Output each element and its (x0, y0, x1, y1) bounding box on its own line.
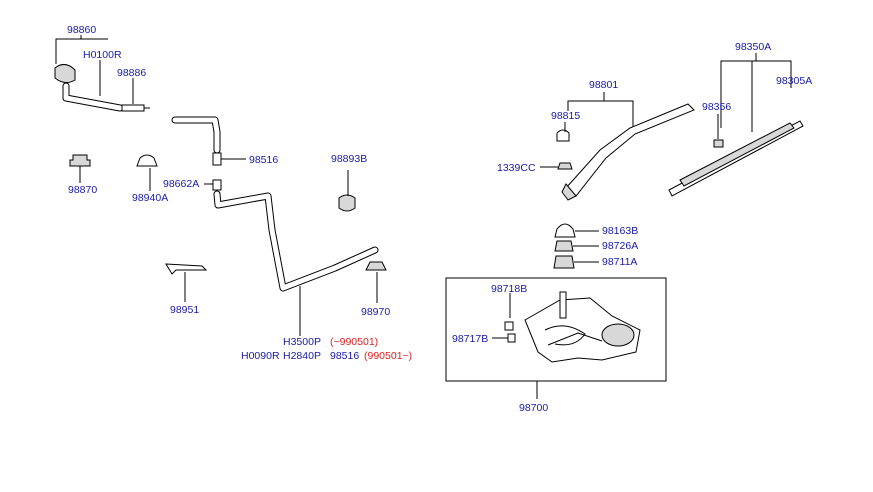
motor-box (445, 277, 667, 382)
nut-1339cc-part (557, 162, 573, 170)
wiper-arm-98801-part (565, 103, 695, 197)
label-98305a: 98305A (776, 75, 812, 87)
clip-98970-part (365, 261, 387, 271)
label-98717b: 98717B (452, 333, 488, 345)
label-range-until: (~990501) (330, 336, 378, 348)
clip-98951-part (165, 263, 208, 275)
label-98893b: 98893B (331, 153, 367, 165)
clip-98356-part (713, 139, 724, 148)
wiper-arm-base (561, 183, 577, 201)
nut-98711a-part (553, 255, 575, 269)
grommet-98870-part (69, 154, 91, 167)
label-98516-top: 98516 (249, 154, 278, 166)
washer-hose-group (165, 116, 387, 336)
pivot-caps-group (553, 223, 599, 269)
label-98711a: 98711A (602, 256, 637, 268)
label-98356: 98356 (702, 101, 731, 113)
wiper-blade-frame (679, 122, 795, 187)
joint-98516-part (212, 152, 222, 166)
bushing-98726a-part (554, 240, 574, 252)
wiper-blade-group (668, 53, 804, 197)
label-98662a: 98662A (163, 178, 199, 190)
label-98163b: 98163B (602, 225, 638, 237)
label-98801: 98801 (589, 79, 618, 91)
grommet-98940a-part (136, 154, 158, 167)
label-h3500p: H3500P (283, 336, 321, 348)
label-98700: 98700 (519, 402, 548, 414)
label-h0090r: H0090R (241, 350, 280, 362)
label-98860: 98860 (67, 24, 96, 36)
label-98815: 98815 (551, 110, 580, 122)
cap-98815-part (556, 129, 570, 142)
label-98516-bottom: 98516 (330, 350, 359, 362)
wiper-motor-group (445, 277, 667, 399)
hose-upper (171, 116, 221, 154)
bolt-98717b-part (507, 333, 516, 343)
label-range-from: (990501~) (364, 350, 412, 362)
motor-housing (601, 323, 635, 347)
label-98726a: 98726A (602, 240, 638, 252)
leader-98860 (55, 38, 108, 48)
joint-98662a-part (212, 179, 222, 191)
connector-98886-part (121, 104, 145, 112)
label-98951: 98951 (170, 304, 199, 316)
label-1339cc: 1339CC (497, 162, 536, 174)
label-h2840p: H2840P (283, 350, 321, 362)
label-98940a: 98940A (132, 192, 168, 204)
washer-nozzle-part (54, 64, 76, 84)
grommets-group (69, 154, 158, 191)
grommet-98718b-part (504, 321, 514, 331)
washer-nozzle-group (54, 35, 150, 112)
label-98970: 98970 (361, 306, 390, 318)
wiper-arm-group (540, 92, 695, 201)
label-h0100r: H0100R (83, 49, 122, 61)
cap-98163b-part (554, 223, 576, 238)
plug-98893b-part (338, 194, 356, 212)
leader-98801 (567, 100, 634, 127)
callout-labels: 98860 H0100R 98886 98870 98940A 98516 98… (67, 24, 812, 414)
motor-shaft (559, 291, 567, 319)
label-98718b: 98718B (491, 283, 527, 295)
label-98350a: 98350A (735, 41, 771, 53)
wiper-motor-98700-part (524, 297, 641, 363)
label-98886: 98886 (117, 67, 146, 79)
label-98870: 98870 (68, 184, 97, 196)
